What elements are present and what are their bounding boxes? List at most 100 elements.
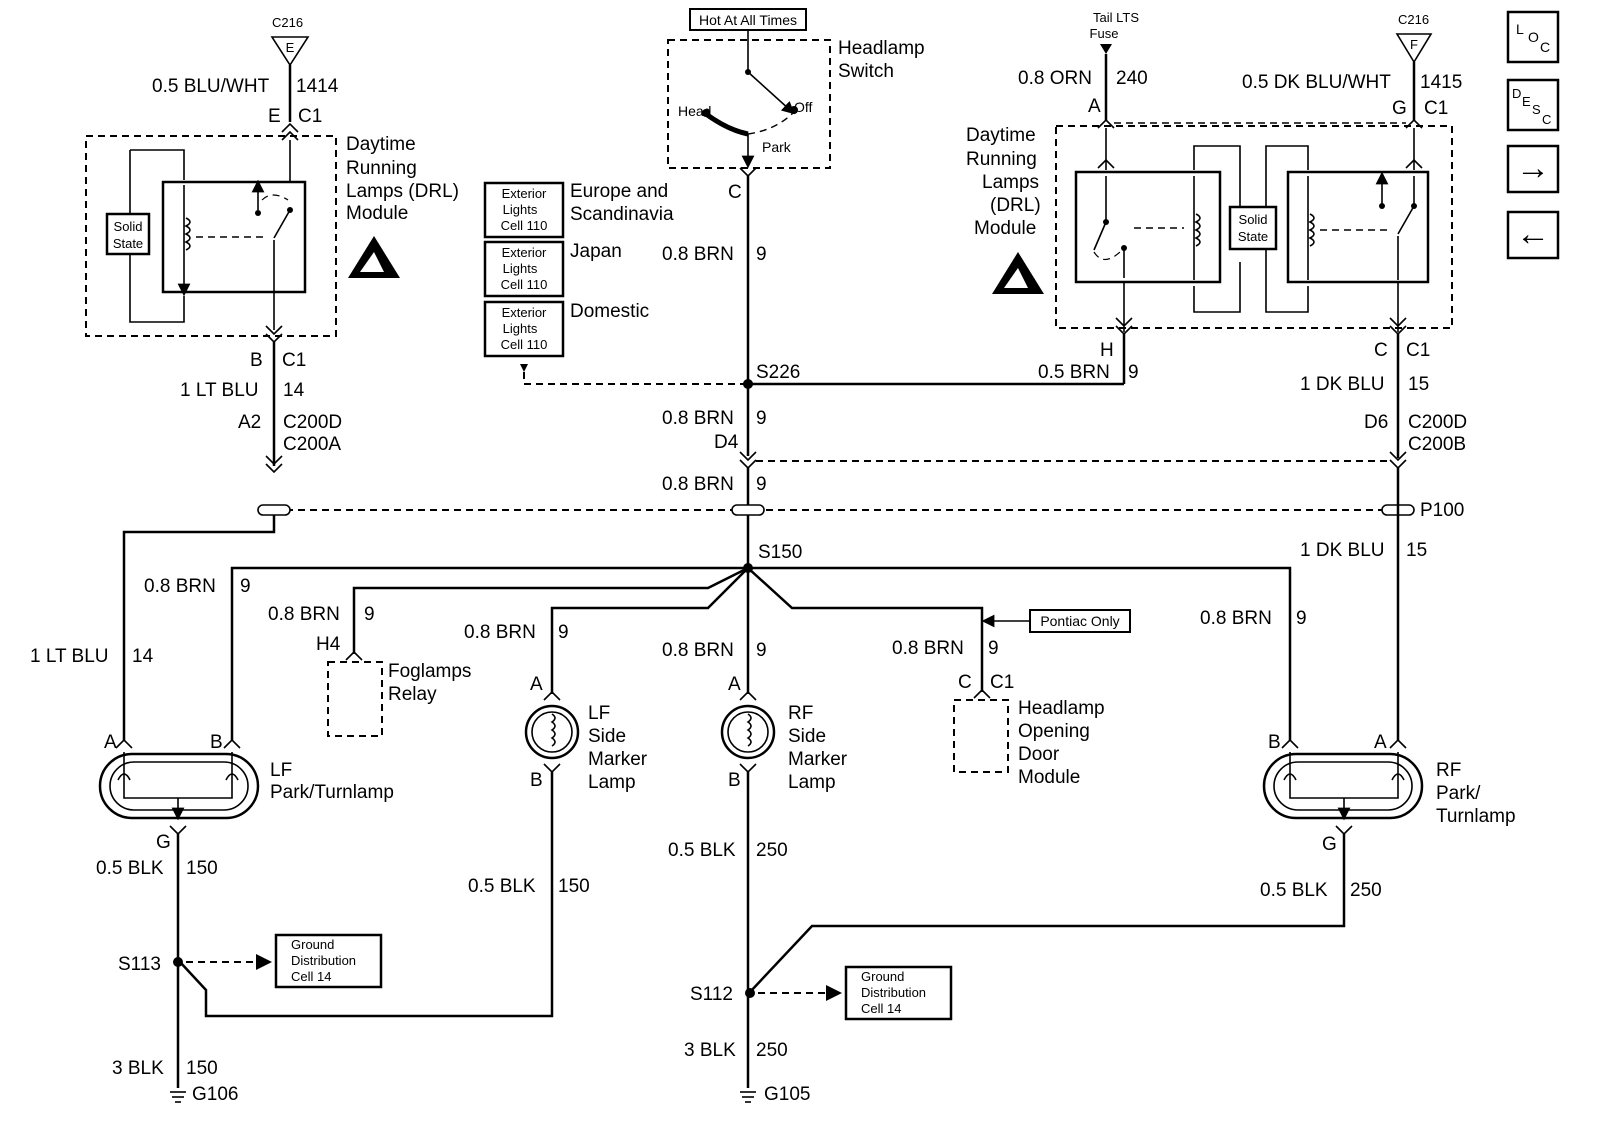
svg-text:0.5 BLK: 0.5 BLK xyxy=(668,840,736,861)
svg-text:14: 14 xyxy=(283,380,305,401)
svg-text:0.5 BLU/WHT: 0.5 BLU/WHT xyxy=(152,76,270,97)
svg-text:9: 9 xyxy=(756,408,767,429)
svg-text:Marker: Marker xyxy=(588,749,648,770)
svg-text:Lights: Lights xyxy=(503,321,538,336)
ground-symbol-icon xyxy=(170,1091,186,1103)
s112-splice xyxy=(745,988,755,998)
svg-text:Side: Side xyxy=(788,726,826,747)
svg-text:P100: P100 xyxy=(1420,500,1464,521)
svg-text:9: 9 xyxy=(756,640,767,661)
svg-text:C: C xyxy=(1542,112,1551,127)
svg-text:Exterior: Exterior xyxy=(502,245,547,260)
arrow-right-icon: → xyxy=(1516,149,1550,187)
svg-text:1 LT BLU: 1 LT BLU xyxy=(180,380,259,401)
svg-text:Fuse: Fuse xyxy=(1090,26,1119,41)
description-button[interactable]: D E S C xyxy=(1506,78,1560,132)
svg-text:Hot At All Times: Hot At All Times xyxy=(699,12,797,28)
rf-side-marker-lamp: 0.8 BRN 9 A B RF Side Marker Lamp 0.5 BL… xyxy=(662,568,848,1088)
forward-button[interactable]: → xyxy=(1506,144,1560,194)
back-button[interactable]: ← xyxy=(1506,210,1560,260)
svg-text:C200D: C200D xyxy=(283,412,342,433)
rf-park-turnlamp: 0.8 BRN 9 B A RF Park/ Turnlamp G 0.5 BL… xyxy=(748,566,1516,993)
svg-text:RF: RF xyxy=(788,703,813,724)
svg-text:150: 150 xyxy=(186,858,218,879)
svg-text:S113: S113 xyxy=(118,954,161,975)
svg-text:F: F xyxy=(1410,37,1418,52)
foglamps-relay: 0.8 BRN 9 H4 Foglamps Relay xyxy=(268,566,749,737)
svg-text:Park: Park xyxy=(762,139,792,155)
svg-text:1414: 1414 xyxy=(296,76,339,97)
svg-text:0.8 BRN: 0.8 BRN xyxy=(662,640,734,661)
s113-splice xyxy=(173,957,183,967)
ground-section: S113 Ground Distribution Cell 14 3 BLK 1… xyxy=(112,933,953,1105)
svg-text:A2: A2 xyxy=(238,412,261,433)
headlamp-opening-door-module: Pontiac Only 0.8 BRN 9 C C1 Headlamp Ope… xyxy=(747,567,1131,788)
svg-text:C: C xyxy=(728,182,742,203)
svg-text:B: B xyxy=(728,770,741,791)
svg-text:Solid: Solid xyxy=(114,219,143,234)
svg-text:E: E xyxy=(268,106,281,127)
svg-text:0.5 BLK: 0.5 BLK xyxy=(96,858,164,879)
svg-text:0.5 BLK: 0.5 BLK xyxy=(468,876,536,897)
svg-text:S150: S150 xyxy=(758,542,802,563)
c216-f-connector-icon xyxy=(1395,33,1433,64)
svg-text:Daytime: Daytime xyxy=(966,125,1036,146)
exterior-lights-refs: Exterior Lights Cell 110 Europe and Scan… xyxy=(483,181,748,385)
svg-text:Lamps (DRL): Lamps (DRL) xyxy=(346,181,459,202)
svg-text:Cell 110: Cell 110 xyxy=(501,337,548,352)
svg-text:150: 150 xyxy=(558,876,590,897)
svg-text:14: 14 xyxy=(132,646,154,667)
svg-text:9: 9 xyxy=(1128,362,1139,383)
svg-text:D6: D6 xyxy=(1364,412,1388,433)
p100-grommet xyxy=(731,504,765,516)
svg-text:Turnlamp: Turnlamp xyxy=(1436,806,1516,827)
headlamp-switch: Hot At All Times Head Off Park Headlamp … xyxy=(662,8,925,384)
svg-text:Scandinavia: Scandinavia xyxy=(570,204,674,225)
svg-text:G106: G106 xyxy=(192,1084,238,1105)
location-button[interactable]: L O C xyxy=(1506,10,1560,64)
svg-text:Marker: Marker xyxy=(788,749,848,770)
svg-text:3 BLK: 3 BLK xyxy=(112,1058,164,1079)
svg-text:Head: Head xyxy=(678,103,711,119)
svg-text:Opening: Opening xyxy=(1018,721,1090,742)
svg-text:Lamp: Lamp xyxy=(588,772,636,793)
svg-text:C1: C1 xyxy=(298,106,322,127)
svg-text:Cell 14: Cell 14 xyxy=(861,1001,901,1016)
svg-text:Lamps: Lamps xyxy=(982,172,1039,193)
svg-text:Ground: Ground xyxy=(861,969,904,984)
esd-warning-icon xyxy=(992,252,1044,294)
svg-text:250: 250 xyxy=(1350,880,1382,901)
svg-text:Domestic: Domestic xyxy=(570,301,649,322)
svg-text:1 DK BLU: 1 DK BLU xyxy=(1300,374,1384,395)
svg-text:Daytime: Daytime xyxy=(346,134,416,155)
svg-text:A: A xyxy=(104,732,117,753)
svg-text:Running: Running xyxy=(966,149,1037,170)
svg-text:A: A xyxy=(1374,732,1387,753)
svg-text:S112: S112 xyxy=(690,984,733,1005)
svg-text:0.8 BRN: 0.8 BRN xyxy=(1200,608,1272,629)
svg-text:Distribution: Distribution xyxy=(861,985,926,1000)
svg-text:G: G xyxy=(1322,834,1337,855)
svg-text:LF: LF xyxy=(270,760,292,781)
svg-text:Park/: Park/ xyxy=(1436,783,1481,804)
svg-text:Cell 110: Cell 110 xyxy=(501,218,548,233)
svg-text:A: A xyxy=(530,674,543,695)
svg-text:9: 9 xyxy=(1296,608,1307,629)
svg-text:Module: Module xyxy=(1018,767,1080,788)
svg-text:0.5 BLK: 0.5 BLK xyxy=(1260,880,1328,901)
svg-text:A: A xyxy=(1088,96,1101,117)
svg-text:Foglamps: Foglamps xyxy=(388,661,471,682)
svg-text:C: C xyxy=(958,672,972,693)
svg-text:Distribution: Distribution xyxy=(291,953,356,968)
svg-text:0.8 BRN: 0.8 BRN xyxy=(662,474,734,495)
svg-text:9: 9 xyxy=(756,474,767,495)
svg-text:C216: C216 xyxy=(272,15,303,30)
svg-text:State: State xyxy=(113,236,143,251)
svg-text:C1: C1 xyxy=(1424,98,1448,119)
svg-text:Exterior: Exterior xyxy=(502,186,547,201)
svg-text:0.5 DK BLU/WHT: 0.5 DK BLU/WHT xyxy=(1242,72,1391,93)
svg-text:0.8 ORN: 0.8 ORN xyxy=(1018,68,1092,89)
svg-text:Module: Module xyxy=(346,203,408,224)
svg-text:Ground: Ground xyxy=(291,937,334,952)
svg-text:250: 250 xyxy=(756,1040,788,1061)
